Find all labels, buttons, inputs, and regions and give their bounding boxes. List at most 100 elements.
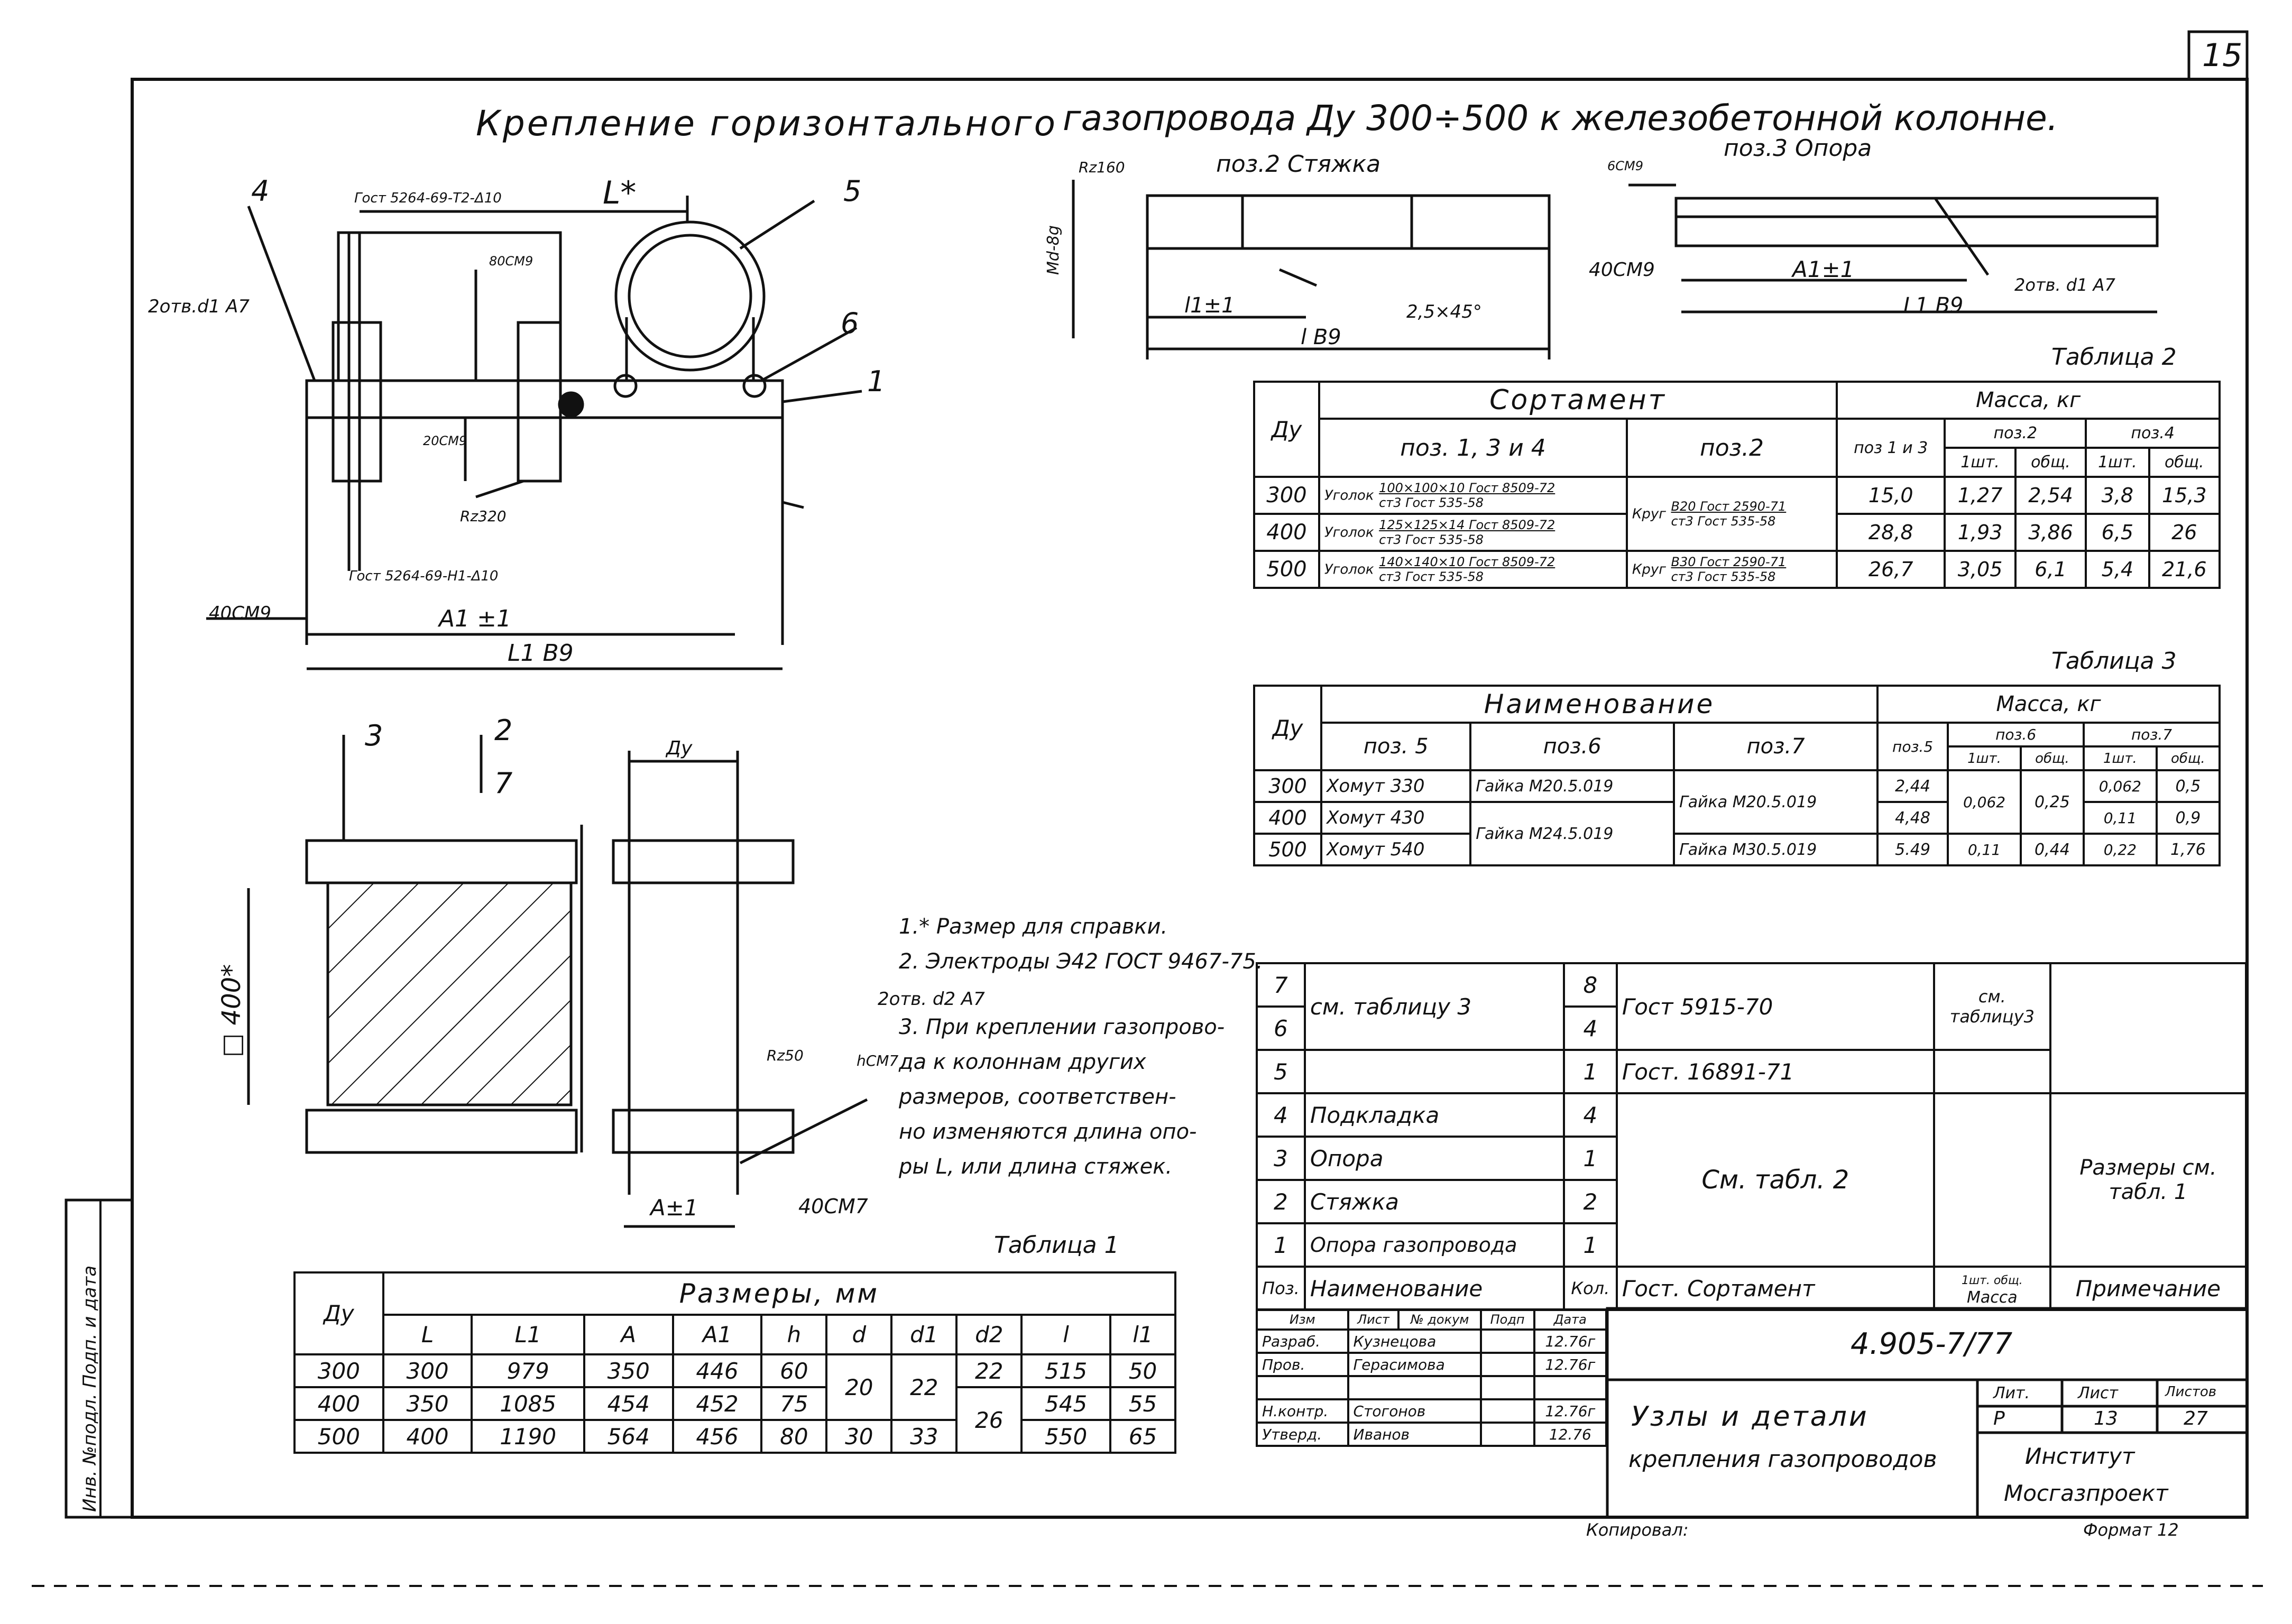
table1-caption: Таблица 1 bbox=[994, 1232, 1119, 1259]
doc-code: 4.905-7/77 bbox=[1851, 1327, 2013, 1361]
spec-pos: 4 bbox=[1256, 1092, 1306, 1138]
tb-sign bbox=[1479, 1422, 1535, 1447]
dim-l-pos2: l B9 bbox=[1301, 325, 1341, 349]
table1-cell: 50 bbox=[1109, 1353, 1177, 1388]
table3-m7-1: 0,22 bbox=[2083, 833, 2158, 866]
org-line2: Мосгазпроект bbox=[2004, 1480, 2168, 1506]
table3-mass-header: Масса, кг bbox=[1876, 685, 2221, 724]
spec-gost: См. табл. 2 bbox=[1615, 1092, 1935, 1268]
table2-pos2-b: ст3 Гост 535-58 bbox=[1671, 569, 1776, 584]
table3-m6-1: 0,062 bbox=[1947, 769, 2022, 835]
spec-header-mass-top: 1шт. общ. bbox=[1961, 1274, 2023, 1287]
table3-m7-all: 1,76 bbox=[2155, 833, 2221, 866]
table2-type: Уголок bbox=[1324, 524, 1374, 541]
tb-col-header: Подп bbox=[1479, 1308, 1535, 1331]
notes: 1.* Размер для справки. 2. Электроды Э42… bbox=[899, 909, 1263, 1184]
tb-name: Герасимова bbox=[1347, 1352, 1482, 1377]
table2-m2-all: 3,86 bbox=[2014, 513, 2087, 552]
gost-weld-bottom: Гост 5264-69-Н1-Δ10 bbox=[349, 568, 499, 584]
spec-mass bbox=[1932, 1092, 2051, 1268]
table3-m6-header: поз.6 bbox=[1947, 722, 2085, 748]
pos3-title: поз.3 Опора bbox=[1724, 135, 1872, 162]
table1-cell: 350 bbox=[583, 1353, 674, 1388]
table3-sht: 1шт. bbox=[1947, 745, 2022, 771]
table3-m7-all: 0,9 bbox=[2155, 801, 2221, 835]
table2-sortament-header: Сортамент bbox=[1318, 381, 1838, 420]
table2-spec-a: 100×100×10 Гост 8509-72 bbox=[1379, 481, 1555, 495]
table2-m2-all: 6,1 bbox=[2014, 550, 2087, 589]
table3-pos5: Хомут 540 bbox=[1320, 833, 1472, 866]
table2-obsh: общ. bbox=[2148, 447, 2221, 478]
table1-cell: 22 bbox=[955, 1353, 1023, 1388]
gost-weld-top: Гост 5264-69-Т2-Δ10 bbox=[354, 190, 502, 206]
spec-name: Подкладка bbox=[1303, 1092, 1565, 1138]
table1-cell: 500 bbox=[293, 1419, 384, 1454]
lit-value: Р bbox=[1993, 1408, 2005, 1429]
dim-l-star: L* bbox=[603, 174, 637, 211]
dim-a1: A1 ±1 bbox=[439, 605, 511, 632]
table1-cell: 545 bbox=[1020, 1386, 1111, 1421]
tb-col-header: Дата bbox=[1533, 1308, 1608, 1331]
table3: Ду Наименование Масса, кг поз. 5 поз.6 п… bbox=[1253, 685, 2221, 866]
note-line: размеров, соответствен- bbox=[899, 1085, 1176, 1109]
spec-header-note: Примечание bbox=[2049, 1266, 2248, 1311]
tb-col-header: № докум bbox=[1397, 1308, 1482, 1331]
table2-pos2-a: В20 Гост 2590-71 bbox=[1671, 499, 1787, 514]
table2-spec-b: ст3 Гост 535-58 bbox=[1379, 532, 1484, 547]
dim-a1-pos3: A1±1 bbox=[1792, 256, 1855, 282]
table1-cell: 300 bbox=[382, 1353, 473, 1388]
tb-date bbox=[1533, 1375, 1608, 1400]
table1-cell: 454 bbox=[583, 1386, 674, 1421]
table1-cell: 456 bbox=[671, 1419, 763, 1454]
spec-header-qty: Кол. bbox=[1562, 1266, 1618, 1311]
note-line: ры L, или длина стяжек. bbox=[899, 1155, 1173, 1179]
tb-role: Утверд. bbox=[1256, 1422, 1349, 1447]
dim-l1-pos2: l1±1 bbox=[1184, 293, 1235, 318]
table3-obsh: общ. bbox=[2019, 745, 2085, 771]
side-stamp: Инв. №подл. Подп. и дата bbox=[79, 1265, 100, 1512]
spec-qty: 1 bbox=[1562, 1136, 1618, 1181]
table1-col-header: L1 bbox=[471, 1314, 585, 1355]
table2-caption: Таблица 2 bbox=[2051, 344, 2177, 371]
dim-20cm: 20СМ9 bbox=[423, 433, 467, 448]
table3-m7-1: 0,062 bbox=[2083, 769, 2158, 803]
spec-note: Размеры см. табл. 1 bbox=[2049, 1092, 2248, 1268]
tb-role bbox=[1256, 1375, 1349, 1400]
table2-du: 500 bbox=[1253, 550, 1320, 589]
spec-pos: 5 bbox=[1256, 1049, 1306, 1094]
svg-text:7: 7 bbox=[494, 767, 512, 800]
spec-pos: 6 bbox=[1256, 1005, 1306, 1051]
tb-role: Разраб. bbox=[1256, 1328, 1349, 1354]
sheet-label: Лист bbox=[2078, 1384, 2119, 1402]
dim-l1b9-pos3: L1 B9 bbox=[1903, 293, 1964, 318]
tb-col-header: Изм bbox=[1256, 1308, 1349, 1331]
doc-title-line1: Узлы и детали bbox=[1631, 1401, 1869, 1433]
sheets-label: Листов bbox=[2165, 1384, 2217, 1400]
table2-sht: 1шт. bbox=[1944, 447, 2017, 478]
spec-header-pos: Поз. bbox=[1256, 1266, 1306, 1311]
table2-pos2m-header: поз.2 bbox=[1944, 418, 2087, 449]
lit-label: Лит. bbox=[1993, 1384, 2030, 1402]
table1-cell: 65 bbox=[1109, 1419, 1177, 1454]
table2-m13: 28,8 bbox=[1836, 513, 1946, 552]
table3-m6-all: 0,25 bbox=[2019, 769, 2085, 835]
spec-header-name: Наименование bbox=[1303, 1266, 1565, 1311]
table3-caption: Таблица 3 bbox=[2051, 648, 2177, 675]
note-line: да к колоннам других bbox=[899, 1050, 1146, 1074]
table2-du: 300 bbox=[1253, 476, 1320, 515]
table2-m13: 26,7 bbox=[1836, 550, 1946, 589]
table1-cell: 350 bbox=[382, 1386, 473, 1421]
table3-m6-1: 0,11 bbox=[1947, 833, 2022, 866]
table1-cell: 55 bbox=[1109, 1386, 1177, 1421]
table2-m13: 15,0 bbox=[1836, 476, 1946, 515]
tb-role: Н.контр. bbox=[1256, 1398, 1349, 1424]
tb-sign bbox=[1479, 1352, 1535, 1377]
table3-m5: 4,48 bbox=[1876, 801, 1949, 835]
dim-l1: L1 B9 bbox=[508, 640, 574, 667]
table3-m7-all: 0,5 bbox=[2155, 769, 2221, 803]
spec-name: Опора bbox=[1303, 1136, 1565, 1181]
